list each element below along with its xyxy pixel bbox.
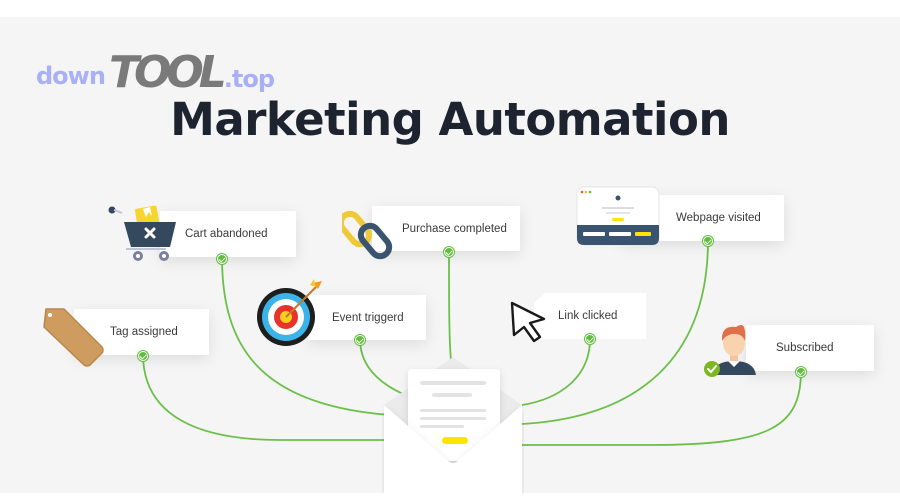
watermark-prefix: down bbox=[36, 62, 106, 90]
watermark: down TOOL .top bbox=[36, 47, 275, 98]
trigger-card-link-clicked[interactable]: Link clicked bbox=[534, 293, 646, 339]
check-icon bbox=[444, 247, 454, 257]
watermark-brand: TOOL bbox=[108, 47, 227, 98]
check-icon bbox=[138, 351, 148, 361]
chain-link-icon bbox=[342, 210, 393, 260]
trigger-label: Cart abandoned bbox=[185, 228, 268, 240]
trigger-label: Webpage visited bbox=[676, 212, 761, 224]
mouse-cursor-icon bbox=[510, 301, 546, 343]
check-icon bbox=[355, 335, 365, 345]
trigger-card-cart-abandoned[interactable]: Cart abandoned bbox=[160, 211, 296, 257]
page-title: Marketing Automation bbox=[170, 93, 730, 146]
watermark-suffix: .top bbox=[223, 65, 275, 93]
shopping-cart-x-icon bbox=[108, 205, 176, 261]
infographic-canvas: down TOOL .top Marketing Automation Cart… bbox=[0, 17, 900, 493]
open-envelope-icon[interactable] bbox=[382, 353, 524, 493]
trigger-label: Tag assigned bbox=[110, 326, 178, 338]
check-icon bbox=[585, 334, 595, 344]
trigger-label: Subscribed bbox=[776, 342, 834, 354]
browser-window-icon bbox=[576, 186, 660, 246]
target-arrow-icon bbox=[257, 279, 322, 346]
trigger-label: Purchase completed bbox=[402, 222, 507, 235]
check-icon bbox=[703, 236, 713, 246]
trigger-card-purchase-completed[interactable]: Purchase completed bbox=[372, 206, 520, 251]
trigger-label: Event triggerd bbox=[332, 311, 404, 324]
user-check-icon bbox=[704, 325, 756, 377]
price-tag-icon bbox=[43, 308, 104, 367]
trigger-card-subscribed[interactable]: Subscribed bbox=[746, 325, 874, 371]
trigger-card-event-triggerd[interactable]: Event triggerd bbox=[308, 295, 426, 340]
trigger-label: Link clicked bbox=[558, 310, 618, 322]
check-icon bbox=[217, 254, 227, 264]
check-icon bbox=[796, 367, 806, 377]
